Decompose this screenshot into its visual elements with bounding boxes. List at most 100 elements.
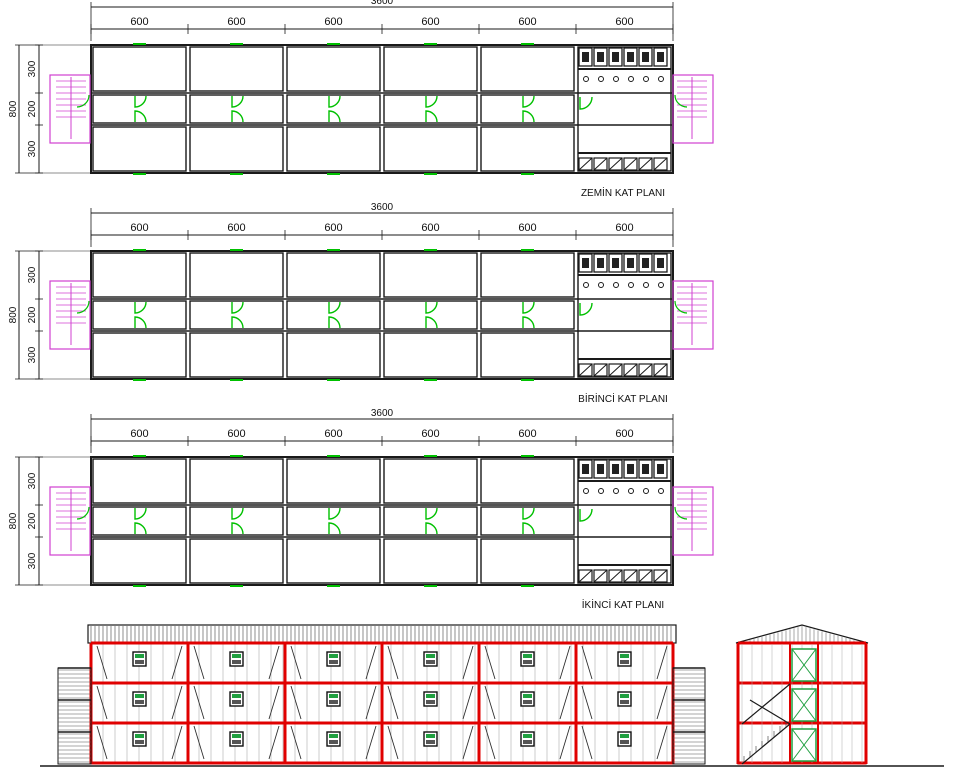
wc-icon [642,258,649,268]
room [92,252,187,298]
door-swing [425,522,438,535]
wc-icon [597,52,604,62]
window-glass [426,734,435,738]
room [189,46,284,92]
room [286,94,381,124]
brace [581,645,593,680]
sink-icon [628,282,634,288]
room [189,94,284,124]
room [189,538,284,584]
brace [484,725,496,760]
window-glass [426,740,435,744]
wc-icon [642,464,649,474]
module-width-label: 600 [518,222,536,234]
sink-icon [613,282,619,288]
door-swing [328,301,341,314]
module-width-label: 600 [615,428,633,440]
sink-icon [598,76,604,82]
room [383,126,478,172]
room [383,252,478,298]
brace [581,725,593,760]
wc-icon [582,258,589,268]
brace [484,685,496,720]
window-glass [523,654,532,658]
room [383,538,478,584]
room [286,46,381,92]
module-width-label: 600 [324,222,342,234]
door-swing [522,507,535,520]
window-glass [523,734,532,738]
window-glass [426,654,435,658]
window-glass [329,700,338,704]
door-swing [328,522,341,535]
sink-icon [583,488,589,494]
wc-icon [612,52,619,62]
door-swing [522,95,535,108]
shower-door [623,363,638,377]
room [286,126,381,172]
stair-tower [57,667,92,765]
door-swing [328,110,341,123]
corridor-door [674,300,688,314]
window-glass [523,694,532,698]
room [92,94,187,124]
sink-icon [613,76,619,82]
window-glass [135,660,144,664]
total-width-label: 3600 [371,202,394,213]
room [480,458,575,504]
window-glass [426,660,435,664]
room [286,252,381,298]
module-width-label: 600 [324,16,342,28]
window-glass [620,660,629,664]
door-swing [328,316,341,329]
shower-door [578,157,593,171]
shower-door [653,363,668,377]
window-glass [232,734,241,738]
room [286,506,381,536]
brace [96,725,108,760]
module-width-label: 600 [130,222,148,234]
door-cross [791,648,817,682]
side-stair [741,683,791,765]
shower-door [593,363,608,377]
brace [193,645,205,680]
brace [171,725,183,760]
row-depth-label: 200 [27,100,38,117]
row-depth-label: 300 [27,346,38,363]
shower-door [608,157,623,171]
brace [656,645,668,680]
door-cross [791,688,817,722]
total-width-label: 3600 [371,0,394,7]
stair-right [672,74,714,144]
corridor-door [76,300,90,314]
wc-icon [627,464,634,474]
shower-door [638,363,653,377]
brace [581,685,593,720]
door-swing [579,302,593,316]
door-cross [791,728,817,762]
window-glass [232,700,241,704]
corridor-door [76,506,90,520]
door-swing [328,507,341,520]
window-glass [135,654,144,658]
window-glass [620,694,629,698]
brace [171,685,183,720]
wc-icon [642,52,649,62]
brace [559,645,571,680]
window-glass [329,734,338,738]
plan-title: ZEMİN KAT PLANI [581,186,665,199]
total-depth-label: 800 [8,100,19,117]
shower-door [623,157,638,171]
window-glass [329,654,338,658]
room [286,300,381,330]
window-glass [329,740,338,744]
module-width-label: 600 [324,428,342,440]
row-depth-label: 200 [27,512,38,529]
wc-icon [612,464,619,474]
door-swing [522,301,535,314]
room [92,332,187,378]
module-width-label: 600 [421,428,439,440]
sink-icon [643,282,649,288]
